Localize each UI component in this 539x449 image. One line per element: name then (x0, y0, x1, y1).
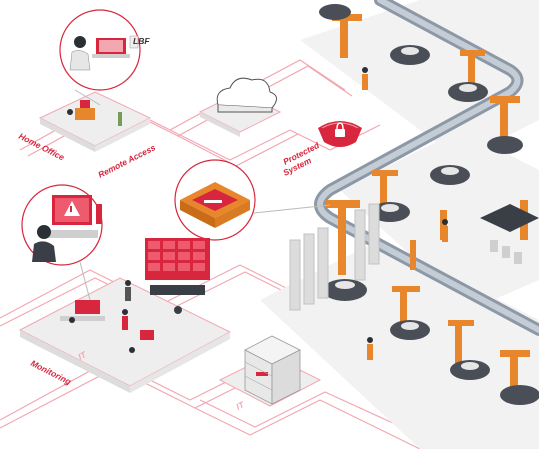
label-home-office: Home Office (17, 131, 66, 163)
label-it-1: IT (76, 349, 88, 362)
workers (362, 67, 448, 360)
server-rack (244, 335, 301, 405)
zoom-bubble-home-office: LBF (59, 9, 150, 106)
label-it-2: IT (234, 399, 246, 412)
car-glass (335, 47, 479, 370)
conveyor (314, 0, 539, 336)
shield-lock-icon (318, 121, 362, 147)
printer-label: LBF (133, 36, 150, 46)
home-office-desk (67, 100, 122, 126)
zoom-bubble-monitoring (21, 184, 103, 301)
lab-bench (480, 204, 539, 264)
pillar-gate (289, 203, 380, 311)
label-monitoring: Monitoring (29, 358, 73, 387)
zoom-bubble-protected-system (174, 159, 331, 241)
cloud-icon (216, 77, 277, 113)
label-remote-access: Remote Access (96, 142, 157, 180)
monitoring-room (60, 238, 210, 353)
